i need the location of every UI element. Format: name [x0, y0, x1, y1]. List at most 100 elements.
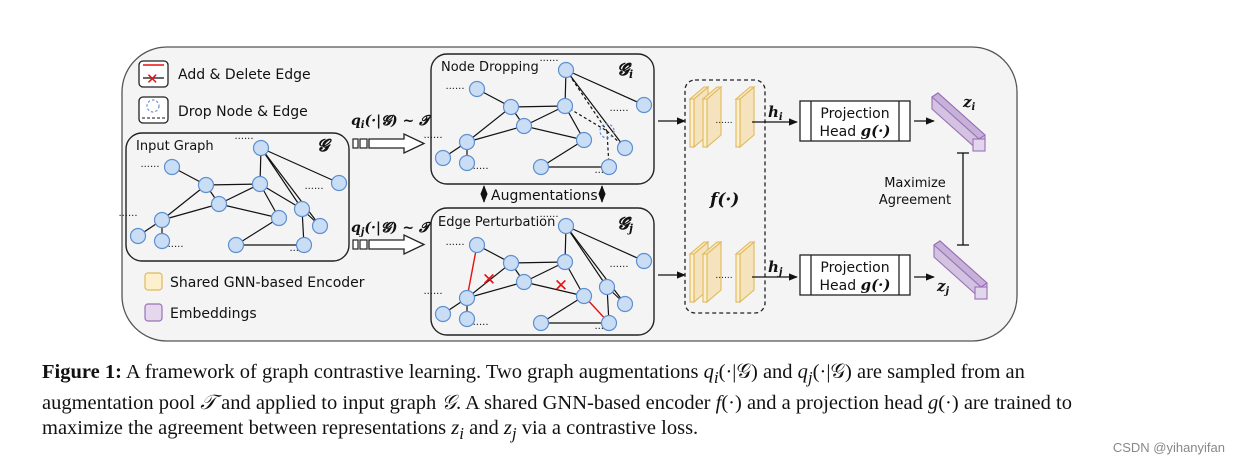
encoder-layer-edge	[702, 253, 708, 303]
graph-node	[532, 314, 550, 332]
edge-perturbation-graph: ✕✕....................................	[423, 209, 653, 332]
augmentations-label-group: Augmentations	[480, 185, 606, 204]
caption-math: 𝒢	[441, 391, 457, 414]
graph-node	[556, 97, 574, 115]
caption-math: (·|𝒢)	[718, 361, 758, 383]
node-dropping-graph: ....................................	[423, 53, 653, 176]
encoder-layer-top	[688, 86, 710, 100]
graph-edge	[564, 105, 608, 132]
ellipsis: ......	[715, 116, 732, 126]
caption-text: are sampled from an augmentation pool	[42, 361, 1025, 414]
encoder-layer-edge	[702, 98, 708, 148]
graph-node	[600, 158, 618, 176]
encoder-layer-top	[734, 241, 756, 255]
caption-math: z	[451, 417, 460, 440]
encoder-layer-top	[701, 86, 723, 100]
graph-node	[458, 154, 476, 172]
caption-math: (·|𝒢)	[812, 361, 852, 383]
graph-node	[129, 227, 147, 245]
caption-label: Figure 1:	[42, 361, 122, 383]
graph-node	[635, 96, 653, 114]
graph-node	[270, 209, 288, 227]
figure-caption: Figure 1: A framework of graph contrasti…	[42, 360, 1082, 447]
graph-node	[616, 295, 634, 313]
graph-node	[252, 139, 270, 157]
graph-edge	[540, 295, 585, 324]
input-graph: ....................................	[118, 131, 348, 254]
graph-edge	[260, 147, 303, 210]
graph-edge	[510, 105, 566, 108]
augment-arrow-top: qi(·|𝓖) ~ 𝓣	[351, 113, 435, 155]
caption-math: i	[459, 424, 464, 444]
deleted-edge-icon: ✕	[554, 276, 568, 296]
graph-node	[557, 61, 575, 79]
graph-edge	[540, 139, 585, 168]
graph-edge	[218, 203, 280, 219]
legend-shared-encoder: Shared GNN-based Encoder	[144, 272, 365, 291]
graph-node	[251, 175, 269, 193]
caption-math: 𝒯	[200, 391, 216, 414]
agreement-line2: Agreement	[879, 193, 951, 208]
embedding-bottom	[933, 240, 988, 300]
graph-edge	[259, 183, 303, 210]
graph-node	[163, 158, 181, 176]
graph-node	[468, 80, 486, 98]
graph-edge	[161, 203, 220, 221]
graph-node	[502, 98, 520, 116]
graph-node	[458, 133, 476, 151]
deleted-edge-icon: ✕	[482, 270, 496, 290]
legend-add-delete-edge: ✕ Add & Delete Edge	[138, 60, 311, 88]
embedding-swatch-icon	[144, 303, 163, 322]
graph-node	[468, 236, 486, 254]
legend-add-delete-edge-label: Add & Delete Edge	[178, 67, 311, 83]
graph-edge	[523, 125, 585, 141]
ellipsis: ......	[164, 239, 183, 250]
graph-node	[458, 289, 476, 307]
watermark: CSDN @yihanyifan	[1112, 440, 1225, 455]
projection-head-bottom-line1: Projection	[820, 260, 889, 276]
input-graph-symbol: 𝓖	[317, 136, 332, 156]
caption-text: and applied to input graph	[215, 391, 442, 414]
ellipsis: ......	[469, 317, 488, 328]
z-bottom-label: zj	[936, 277, 950, 297]
encoder-layer-top	[688, 241, 710, 255]
graph-edge	[523, 281, 585, 297]
graph-node	[515, 273, 533, 291]
legend-drop-node-edge: Drop Node & Edge	[138, 96, 308, 124]
ellipsis: ......	[539, 53, 558, 64]
agreement-connector	[957, 152, 969, 246]
caption-math: q	[797, 361, 808, 383]
legend-drop-node-edge-label: Drop Node & Edge	[178, 104, 308, 120]
graph-edge	[565, 225, 626, 305]
node-dropping-title: Node Dropping	[441, 60, 539, 75]
encoder-layer-edge	[689, 253, 695, 303]
caption-math: (·)	[938, 391, 959, 414]
augment-top-label: qi(·|𝓖) ~ 𝓣	[351, 113, 435, 131]
graph-edge	[510, 261, 566, 264]
graph-edge	[565, 225, 608, 288]
encoder-layers-top: ......	[688, 85, 756, 149]
graph-node	[575, 287, 593, 305]
projection-head-bottom-line2: Head g(·)	[820, 276, 891, 294]
graph-node	[532, 158, 550, 176]
caption-math: i	[713, 368, 719, 388]
ellipsis: ......	[140, 159, 159, 170]
graph-edge	[565, 69, 645, 106]
encoder-layer-top	[734, 86, 756, 100]
framework-diagram: ✕ Add & Delete Edge Drop Node & Edge Inp…	[118, 46, 1018, 342]
graph-node	[502, 254, 520, 272]
graph-edge	[466, 281, 525, 299]
h-bottom-label: hj	[768, 258, 783, 278]
edge-perturbation-title: Edge Perturbation	[438, 215, 555, 230]
caption-text: via a contrastive loss.	[516, 417, 699, 440]
ellipsis: ......	[445, 81, 464, 92]
projection-head-bottom: Projection Head g(·)	[799, 254, 911, 296]
graph-node	[575, 131, 593, 149]
caption-text: and a projection head	[741, 391, 928, 414]
encoder-layers-bottom: ......	[688, 240, 756, 304]
caption-math: (·)	[721, 391, 742, 414]
added-edge	[466, 244, 478, 299]
ellipsis: ......	[609, 103, 628, 114]
input-graph-title: Input Graph	[136, 139, 214, 154]
graph-node	[197, 176, 215, 194]
